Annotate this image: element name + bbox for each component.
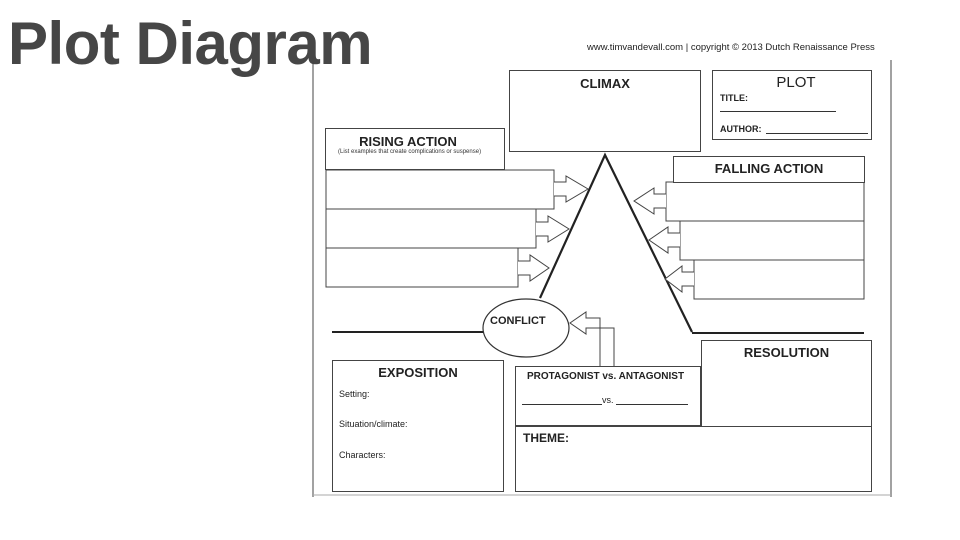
exposition-field-characters: Characters: [339, 450, 386, 460]
theme-box: THEME: [515, 426, 872, 492]
author-field: AUTHOR: [720, 124, 869, 134]
title-field: TITLE: [720, 93, 748, 103]
plot-heading: PLOT [776, 74, 816, 91]
rising-row-1 [325, 169, 555, 210]
protagonist-label: PROTAGONIST vs. ANTAGONIST [527, 371, 685, 382]
climax-label: CLIMAX [580, 76, 630, 91]
falling-row-3 [693, 259, 865, 300]
rising-arrow-1 [554, 175, 589, 203]
rising-arrow-2 [536, 215, 570, 243]
protagonist-vs-line: vs. [522, 395, 689, 405]
protagonist-box: PROTAGONIST vs. ANTAGONIST vs. [515, 366, 701, 426]
climax-box: CLIMAX [509, 70, 701, 152]
resolution-box: RESOLUTION [701, 340, 872, 427]
title-line [720, 102, 836, 112]
falling-row-1 [665, 181, 865, 222]
rising-action-note: (List examples that create complications… [338, 149, 482, 155]
exposition-field-setting: Setting: [339, 389, 370, 399]
rising-row-2 [325, 208, 537, 249]
falling-arrow-1 [633, 187, 666, 215]
falling-arrow-2 [648, 226, 680, 254]
conflict-arrow [569, 311, 615, 366]
protagonist-blank [522, 395, 602, 405]
conflict-ellipse [482, 298, 570, 358]
author-line [766, 124, 869, 134]
rising-arrow-3 [518, 254, 550, 282]
falling-arrow-3 [664, 264, 694, 294]
exposition-field-situation: Situation/climate: [339, 419, 408, 429]
protagonist-vs: vs. [602, 395, 614, 405]
rising-action-label: RISING ACTION [359, 134, 457, 149]
plot-triangle [538, 152, 693, 333]
antagonist-blank [616, 395, 689, 405]
resolution-label: RESOLUTION [743, 345, 830, 360]
copyright-credit: www.timvandevall.com | copyright © 2013 … [587, 42, 875, 53]
rising-row-3 [325, 247, 519, 288]
conflict-label: CONFLICT [490, 315, 546, 327]
author-field-label: AUTHOR: [720, 124, 762, 134]
theme-label: THEME: [523, 431, 569, 445]
exposition-box: EXPOSITION Setting: Situation/climate: C… [332, 360, 504, 492]
slide-title: Plot Diagram [8, 10, 373, 77]
plot-info-box: PLOT TITLE: AUTHOR: [712, 70, 872, 140]
rising-action-header: RISING ACTION (List examples that create… [325, 128, 505, 170]
falling-row-2 [679, 220, 865, 261]
exposition-label: EXPOSITION [378, 365, 458, 380]
falling-action-label: FALLING ACTION [714, 161, 824, 176]
title-field-label: TITLE: [720, 93, 748, 103]
falling-action-header: FALLING ACTION [673, 156, 865, 183]
